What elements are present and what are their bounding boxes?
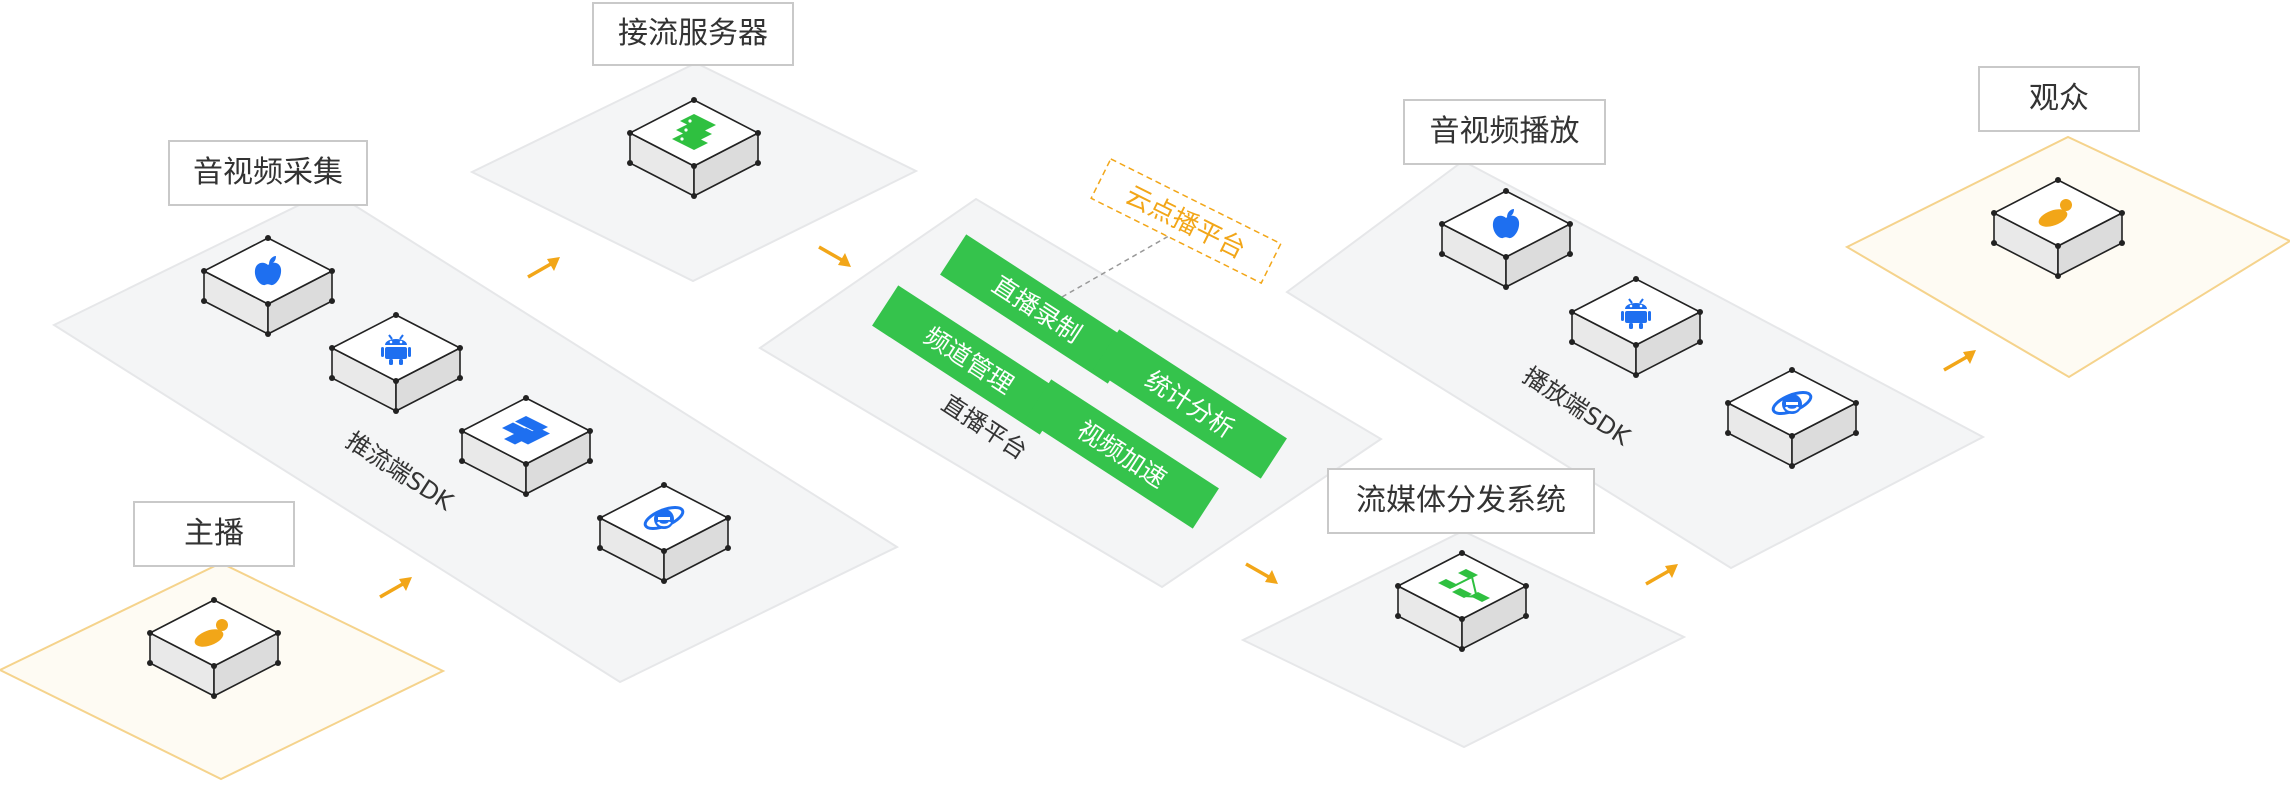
ingest-server-label: 接流服务器	[592, 2, 794, 66]
module-stats: 统计分析	[1093, 329, 1287, 479]
device-boxes	[147, 97, 2125, 699]
arrow-icon	[1942, 348, 1978, 372]
capture-label: 音视频采集	[168, 140, 368, 206]
streamer-label: 主播	[133, 501, 295, 567]
arrow-icon	[817, 245, 853, 269]
android-box	[1569, 276, 1703, 378]
ie-browser-box	[597, 482, 731, 584]
arrow-icon	[1244, 562, 1280, 586]
module-recording: 直播录制	[940, 234, 1134, 384]
vod-connector	[1061, 224, 1189, 298]
distribution-label: 流媒体分发系统	[1327, 468, 1595, 534]
apple-box	[201, 235, 335, 337]
arrow-icon	[1644, 562, 1680, 586]
android-box	[329, 312, 463, 414]
arrow-icon	[526, 255, 562, 279]
server-box	[627, 97, 761, 199]
arrow-icon	[378, 575, 414, 599]
ie-browser-box	[1725, 367, 1859, 469]
windows-box	[459, 395, 593, 497]
audience-label: 观众	[1978, 66, 2140, 132]
user-box	[1991, 177, 2125, 279]
network-box	[1395, 550, 1529, 652]
playback-label: 音视频播放	[1403, 99, 1606, 165]
apple-box	[1439, 188, 1573, 290]
user-box	[147, 597, 281, 699]
